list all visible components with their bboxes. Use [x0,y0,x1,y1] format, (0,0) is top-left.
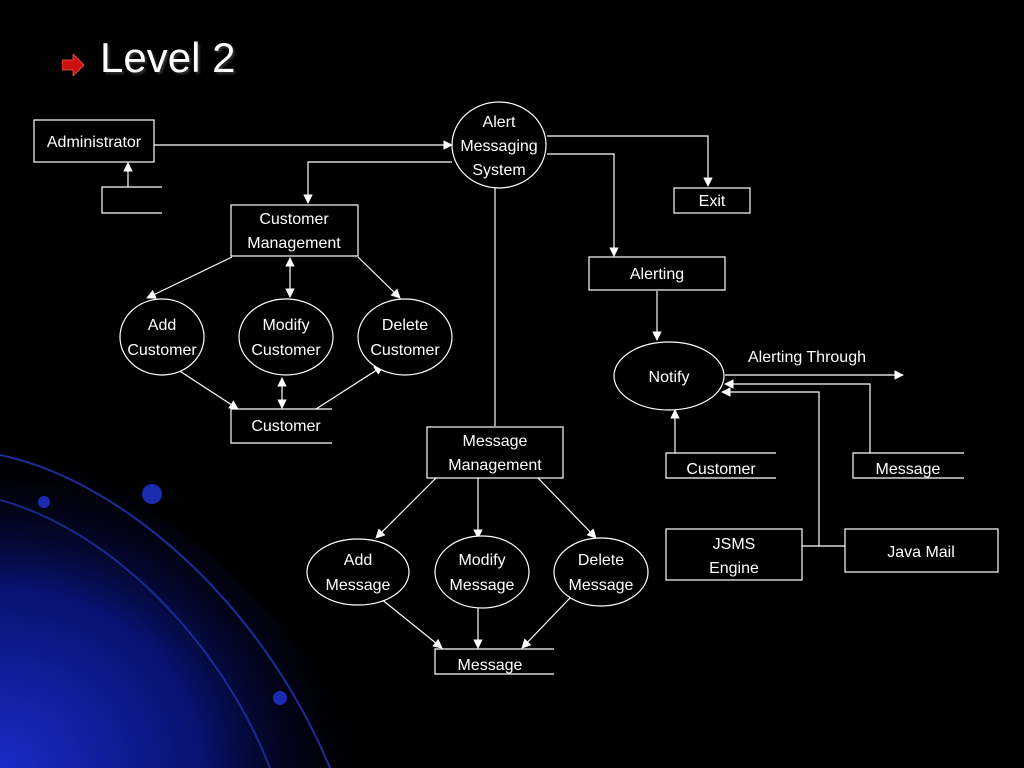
add-customer-line-2: Customer [127,342,197,359]
alert-system-line-1: Alert [483,114,516,131]
message-management-line-1: Message [463,433,528,450]
alerting-box: Alerting [588,256,726,291]
connectors [123,135,904,649]
delete-customer-line-2: Customer [370,342,440,359]
add-customer-process: Add Customer [119,298,205,376]
page-title: Level 2 [100,34,236,81]
exit-label: Exit [699,193,726,210]
java-mail-label: Java Mail [887,544,955,561]
delete-message-process: Delete Message [553,537,649,607]
java-mail-box: Java Mail [844,528,999,573]
delete-customer-line-1: Delete [382,317,428,334]
customer-source-label: Customer [686,461,756,478]
message-store-label: Message [458,657,523,674]
delete-message-line-1: Delete [578,552,624,569]
decorative-swoosh [0,440,370,768]
message-source-label: Message [876,461,941,478]
administrator-store [101,186,162,214]
modify-customer-line-1: Modify [262,317,309,334]
notify-label: Notify [649,369,690,386]
add-message-line-1: Add [344,552,372,569]
customer-management-line-1: Customer [259,211,329,228]
jsms-engine-line-2: Engine [709,560,759,577]
message-management-line-2: Management [448,457,542,474]
message-source-store: Message [852,452,964,479]
add-customer-line-1: Add [148,317,176,334]
administrator-entity: Administrator [33,119,155,163]
add-message-process: Add Message [306,538,410,606]
modify-message-line-1: Modify [458,552,505,569]
alert-system-line-2: Messaging [460,138,537,155]
message-data-store: Message [434,648,554,675]
customer-data-store: Customer [230,408,332,444]
notify-process: Notify [613,341,725,411]
alert-system-line-3: System [472,162,525,179]
alerting-through-label: Alerting Through [748,349,866,366]
modify-customer-process: Modify Customer [238,298,334,376]
modify-message-process: Modify Message [434,535,530,609]
delete-customer-process: Delete Customer [357,298,453,376]
administrator-label: Administrator [47,134,142,151]
customer-store-label: Customer [251,418,321,435]
message-management-box: Message Management [426,426,564,479]
alert-messaging-system-process: Alert Messaging System [451,101,547,189]
add-message-line-2: Message [326,577,391,594]
customer-management-box: Customer Management [230,204,359,257]
delete-message-line-2: Message [569,577,634,594]
jsms-engine-line-1: JSMS [713,536,756,553]
modify-customer-line-2: Customer [251,342,321,359]
jsms-engine-box: JSMS Engine [665,528,803,581]
exit-entity: Exit [673,187,751,214]
modify-message-line-2: Message [450,577,515,594]
customer-source-store: Customer [665,452,776,479]
customer-management-line-2: Management [247,235,341,252]
arrow-bullet-icon [61,53,86,81]
alerting-label: Alerting [630,266,684,283]
